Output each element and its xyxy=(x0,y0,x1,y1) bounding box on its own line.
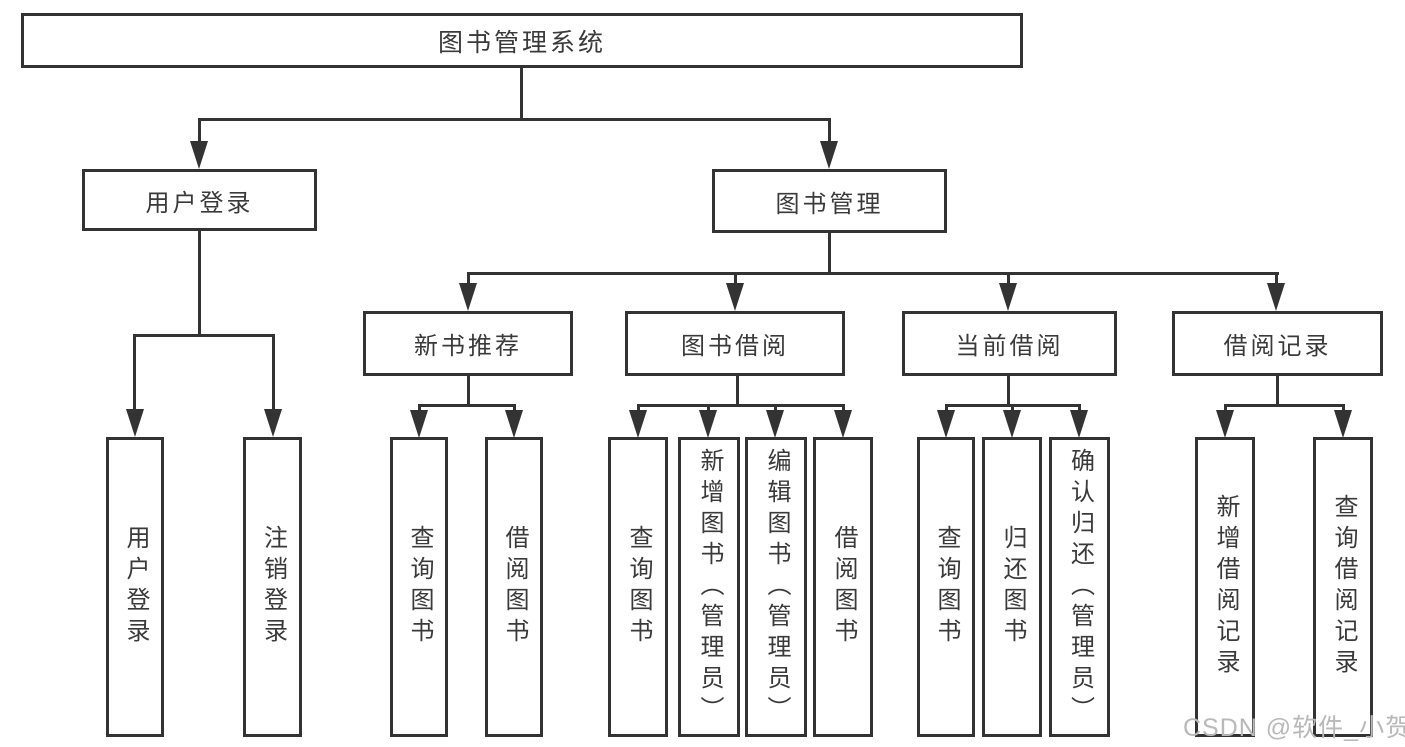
watermark: CSDN @软件_小贺同学 xyxy=(1183,714,1405,742)
arrow-down-icon xyxy=(699,410,717,438)
connector-line xyxy=(513,404,516,414)
connector-line xyxy=(734,272,737,286)
connector-line xyxy=(520,68,523,120)
arrow-down-icon xyxy=(999,283,1017,311)
connector-line xyxy=(1225,404,1344,407)
node-library-system: 图书管理系统 xyxy=(21,13,1023,68)
arrow-down-icon xyxy=(937,410,955,438)
connector-line xyxy=(736,376,739,406)
connector-line xyxy=(418,404,421,414)
leaf-borrow-borrow-book: 借阅图书 xyxy=(813,437,873,737)
connector-line xyxy=(637,404,640,414)
connector-line xyxy=(1007,272,1010,286)
connector-line xyxy=(198,231,201,336)
arrow-down-icon xyxy=(820,141,838,169)
node-borrow-record: 借阅记录 xyxy=(1172,311,1383,376)
connector-line xyxy=(828,118,831,144)
connector-line xyxy=(468,272,1279,275)
leaf-recommend-query-book: 查询图书 xyxy=(390,437,448,737)
arrow-down-icon xyxy=(766,410,784,438)
connector-line xyxy=(1007,376,1010,406)
leaf-borrow-add-book-admin: 新增图书（管理员） xyxy=(678,437,740,737)
connector-line xyxy=(1224,404,1227,414)
arrow-down-icon xyxy=(1334,410,1352,438)
connector-line xyxy=(1011,404,1014,414)
connector-line xyxy=(707,404,710,414)
node-book-management: 图书管理 xyxy=(712,169,947,233)
node-book-borrow: 图书借阅 xyxy=(625,311,845,376)
leaf-logout: 注销登录 xyxy=(243,437,302,737)
leaf-borrow-edit-book-admin: 编辑图书（管理员） xyxy=(745,437,807,737)
connector-line xyxy=(945,404,948,414)
node-new-book-recommend: 新书推荐 xyxy=(363,311,573,376)
leaf-current-query-book: 查询图书 xyxy=(917,437,975,737)
connector-line xyxy=(1276,376,1279,406)
leaf-current-confirm-return-admin: 确认归还（管理员） xyxy=(1049,437,1110,737)
leaf-recommend-borrow-book: 借阅图书 xyxy=(485,437,543,737)
leaf-record-add-record: 新增借阅记录 xyxy=(1195,437,1255,737)
connector-line xyxy=(1078,404,1081,414)
connector-line xyxy=(842,404,845,414)
arrow-down-icon xyxy=(1070,410,1088,438)
arrow-down-icon xyxy=(190,141,208,169)
leaf-user-login: 用户登录 xyxy=(106,437,164,737)
connector-line xyxy=(1342,404,1345,414)
connector-line xyxy=(198,118,831,121)
leaf-record-query-record: 查询借阅记录 xyxy=(1313,437,1373,737)
arrow-down-icon xyxy=(834,410,852,438)
connector-line xyxy=(198,118,201,144)
arrow-down-icon xyxy=(264,409,282,437)
connector-line xyxy=(272,334,275,415)
connector-line xyxy=(638,404,844,407)
connector-line xyxy=(133,334,136,415)
arrow-down-icon xyxy=(505,410,523,438)
leaf-borrow-query-book: 查询图书 xyxy=(608,437,668,737)
connector-line xyxy=(419,404,515,407)
arrow-down-icon xyxy=(629,410,647,438)
arrow-down-icon xyxy=(1216,410,1234,438)
leaf-current-return-book: 归还图书 xyxy=(982,437,1042,737)
connector-line xyxy=(467,376,470,406)
connector-line xyxy=(1275,272,1278,286)
arrow-down-icon xyxy=(726,283,744,311)
connector-line xyxy=(774,404,777,414)
connector-line xyxy=(134,334,274,337)
arrow-down-icon xyxy=(410,410,428,438)
node-current-borrow: 当前借阅 xyxy=(902,311,1117,376)
arrow-down-icon xyxy=(126,409,144,437)
arrow-down-icon xyxy=(1267,283,1285,311)
connector-line xyxy=(828,233,831,274)
node-user-login: 用户登录 xyxy=(82,169,317,231)
arrow-down-icon xyxy=(1003,410,1021,438)
arrow-down-icon xyxy=(459,283,477,311)
connector-line xyxy=(467,272,470,286)
